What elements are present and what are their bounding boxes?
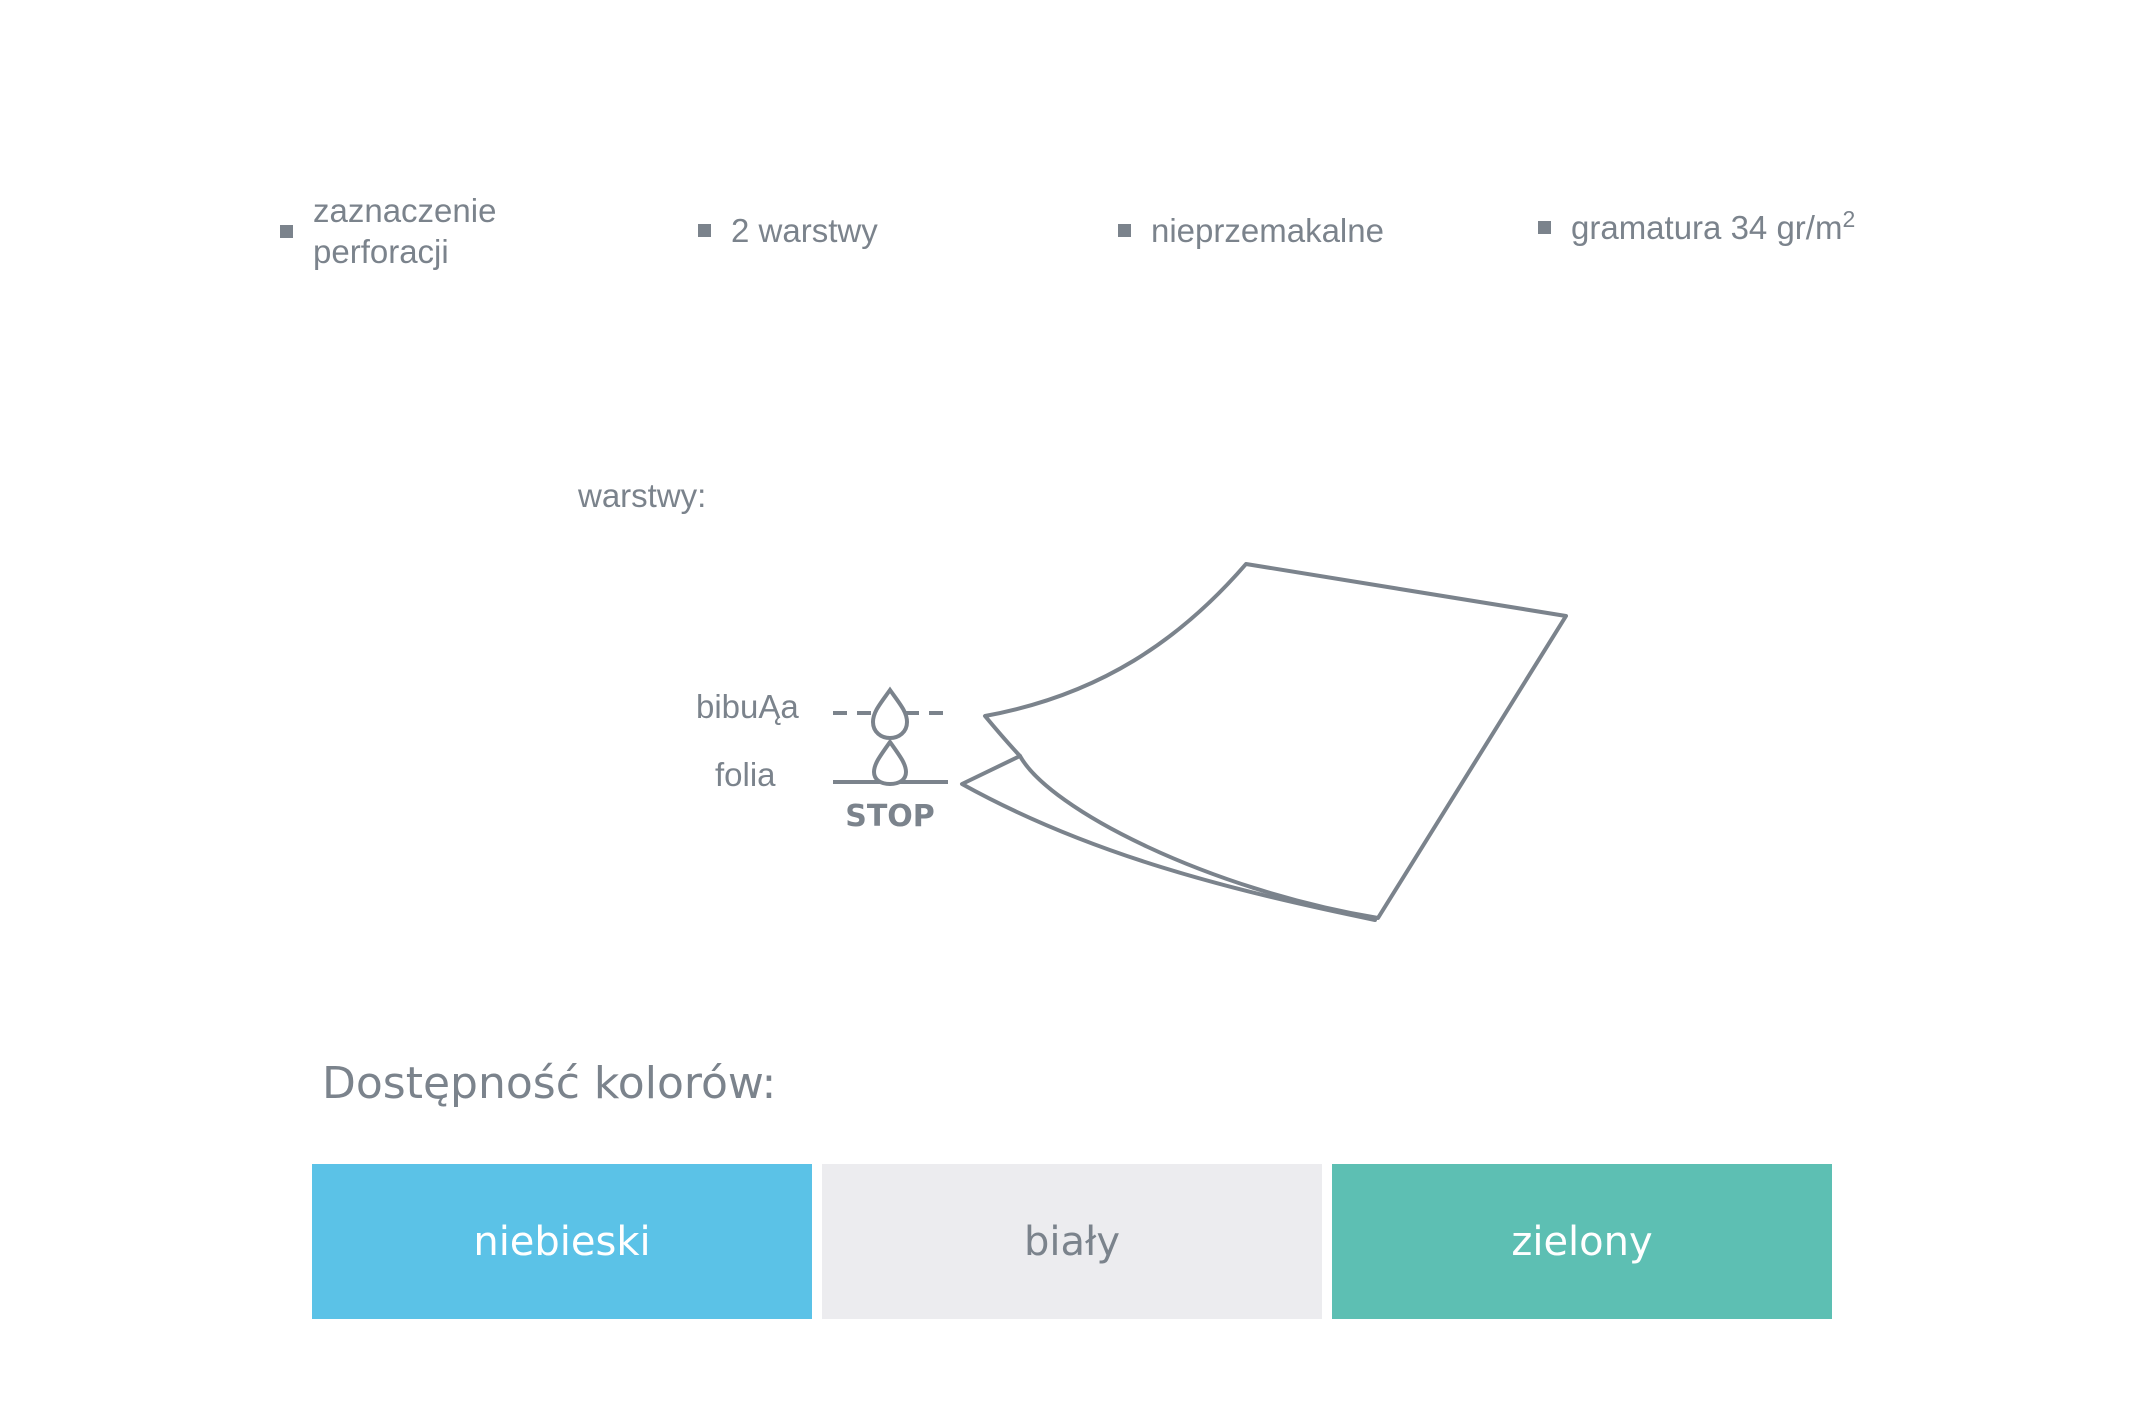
colors-title: Dostępność kolorów: <box>322 1058 777 1109</box>
feature-two-layers: 2 warstwy <box>698 210 878 251</box>
color-swatch-white: biały <box>822 1164 1322 1319</box>
color-swatch-green: zielony <box>1332 1164 1832 1319</box>
feature-perforation: zaznaczenie perforacji <box>280 190 620 272</box>
bullet-square-icon <box>1118 224 1131 237</box>
layers-heading: warstwy: <box>578 477 707 514</box>
water-drop-icon <box>870 686 910 741</box>
bullet-square-icon <box>280 224 293 238</box>
color-swatch-label: zielony <box>1511 1218 1653 1265</box>
color-swatch-blue: niebieski <box>312 1164 812 1319</box>
layer-label-foil: folia <box>715 756 776 793</box>
color-swatch-label: biały <box>1023 1218 1121 1265</box>
sheet-top-icon <box>983 562 1568 920</box>
feature-text: 2 warstwy <box>731 212 878 249</box>
feature-text: nieprzemakalne <box>1151 212 1384 249</box>
bullet-square-icon <box>1538 221 1551 234</box>
bullet-square-icon <box>698 224 711 237</box>
grammage-text: gramatura 34 gr/m <box>1571 209 1843 246</box>
grammage-superscript: 2 <box>1842 206 1856 232</box>
sheet-bottom-icon <box>960 754 1377 922</box>
feature-waterproof: nieprzemakalne <box>1118 210 1384 251</box>
feature-grammage: gramatura 34 gr/m2 <box>1538 207 1855 248</box>
layer-label-tissue: bibuĄa <box>696 688 799 725</box>
stop-label: STOP <box>845 799 935 834</box>
feature-text: gramatura 34 gr/m2 <box>1571 207 1855 248</box>
feature-text: zaznaczenie perforacji <box>313 192 497 270</box>
water-drop-icon <box>871 738 909 787</box>
color-swatch-label: niebieski <box>473 1218 651 1265</box>
